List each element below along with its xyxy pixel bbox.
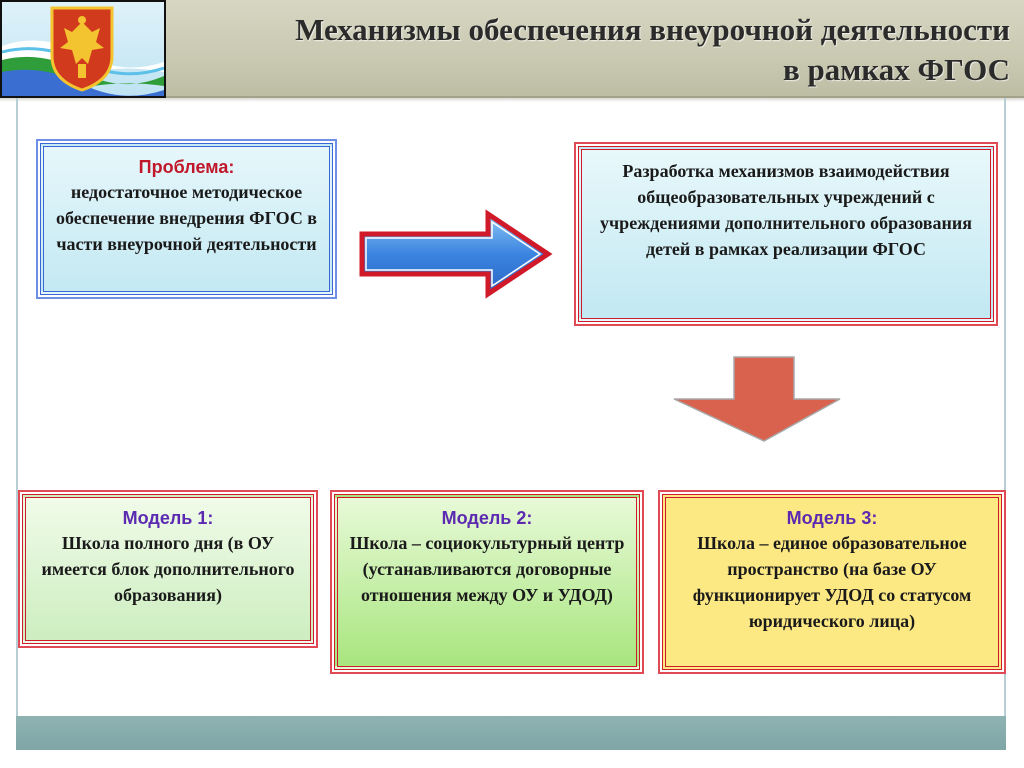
down-arrow-icon xyxy=(673,356,841,442)
model-1-label: Модель 1: xyxy=(122,508,214,528)
model-3-text: Школа – единое образовательное пространс… xyxy=(692,533,972,631)
frame-left-line xyxy=(16,98,18,718)
goal-text: Разработка механизмов взаимодействия общ… xyxy=(600,161,972,259)
model-2-label: Модель 2: xyxy=(441,508,533,528)
problem-text: недостаточное методическое обеспечение в… xyxy=(55,182,318,254)
right-arrow-icon xyxy=(359,209,553,299)
model-1-text: Школа полного дня (в ОУ имеется блок доп… xyxy=(41,533,295,605)
header-shadow xyxy=(0,96,1024,102)
model-2-text: Школа – социокультурный центр (устанавли… xyxy=(349,533,625,605)
model-2-box: Модель 2: Школа – социокультурный центр … xyxy=(334,494,640,670)
model-1-box: Модель 1: Школа полного дня (в ОУ имеетс… xyxy=(22,494,314,644)
footer-bar xyxy=(16,716,1006,750)
model-3-label: Модель 3: xyxy=(786,508,878,528)
slide-header xyxy=(0,0,1024,98)
logo xyxy=(0,0,166,98)
frame-right-line xyxy=(1004,98,1006,718)
coat-of-arms-icon xyxy=(2,2,164,96)
goal-box: Разработка механизмов взаимодействия общ… xyxy=(578,146,994,322)
problem-box: Проблема: недостаточное методическое обе… xyxy=(40,143,333,295)
problem-label: Проблема: xyxy=(138,157,235,177)
slide-title: Механизмы обеспечения внеурочной деятель… xyxy=(295,12,1010,87)
model-3-box: Модель 3: Школа – единое образовательное… xyxy=(662,494,1002,670)
